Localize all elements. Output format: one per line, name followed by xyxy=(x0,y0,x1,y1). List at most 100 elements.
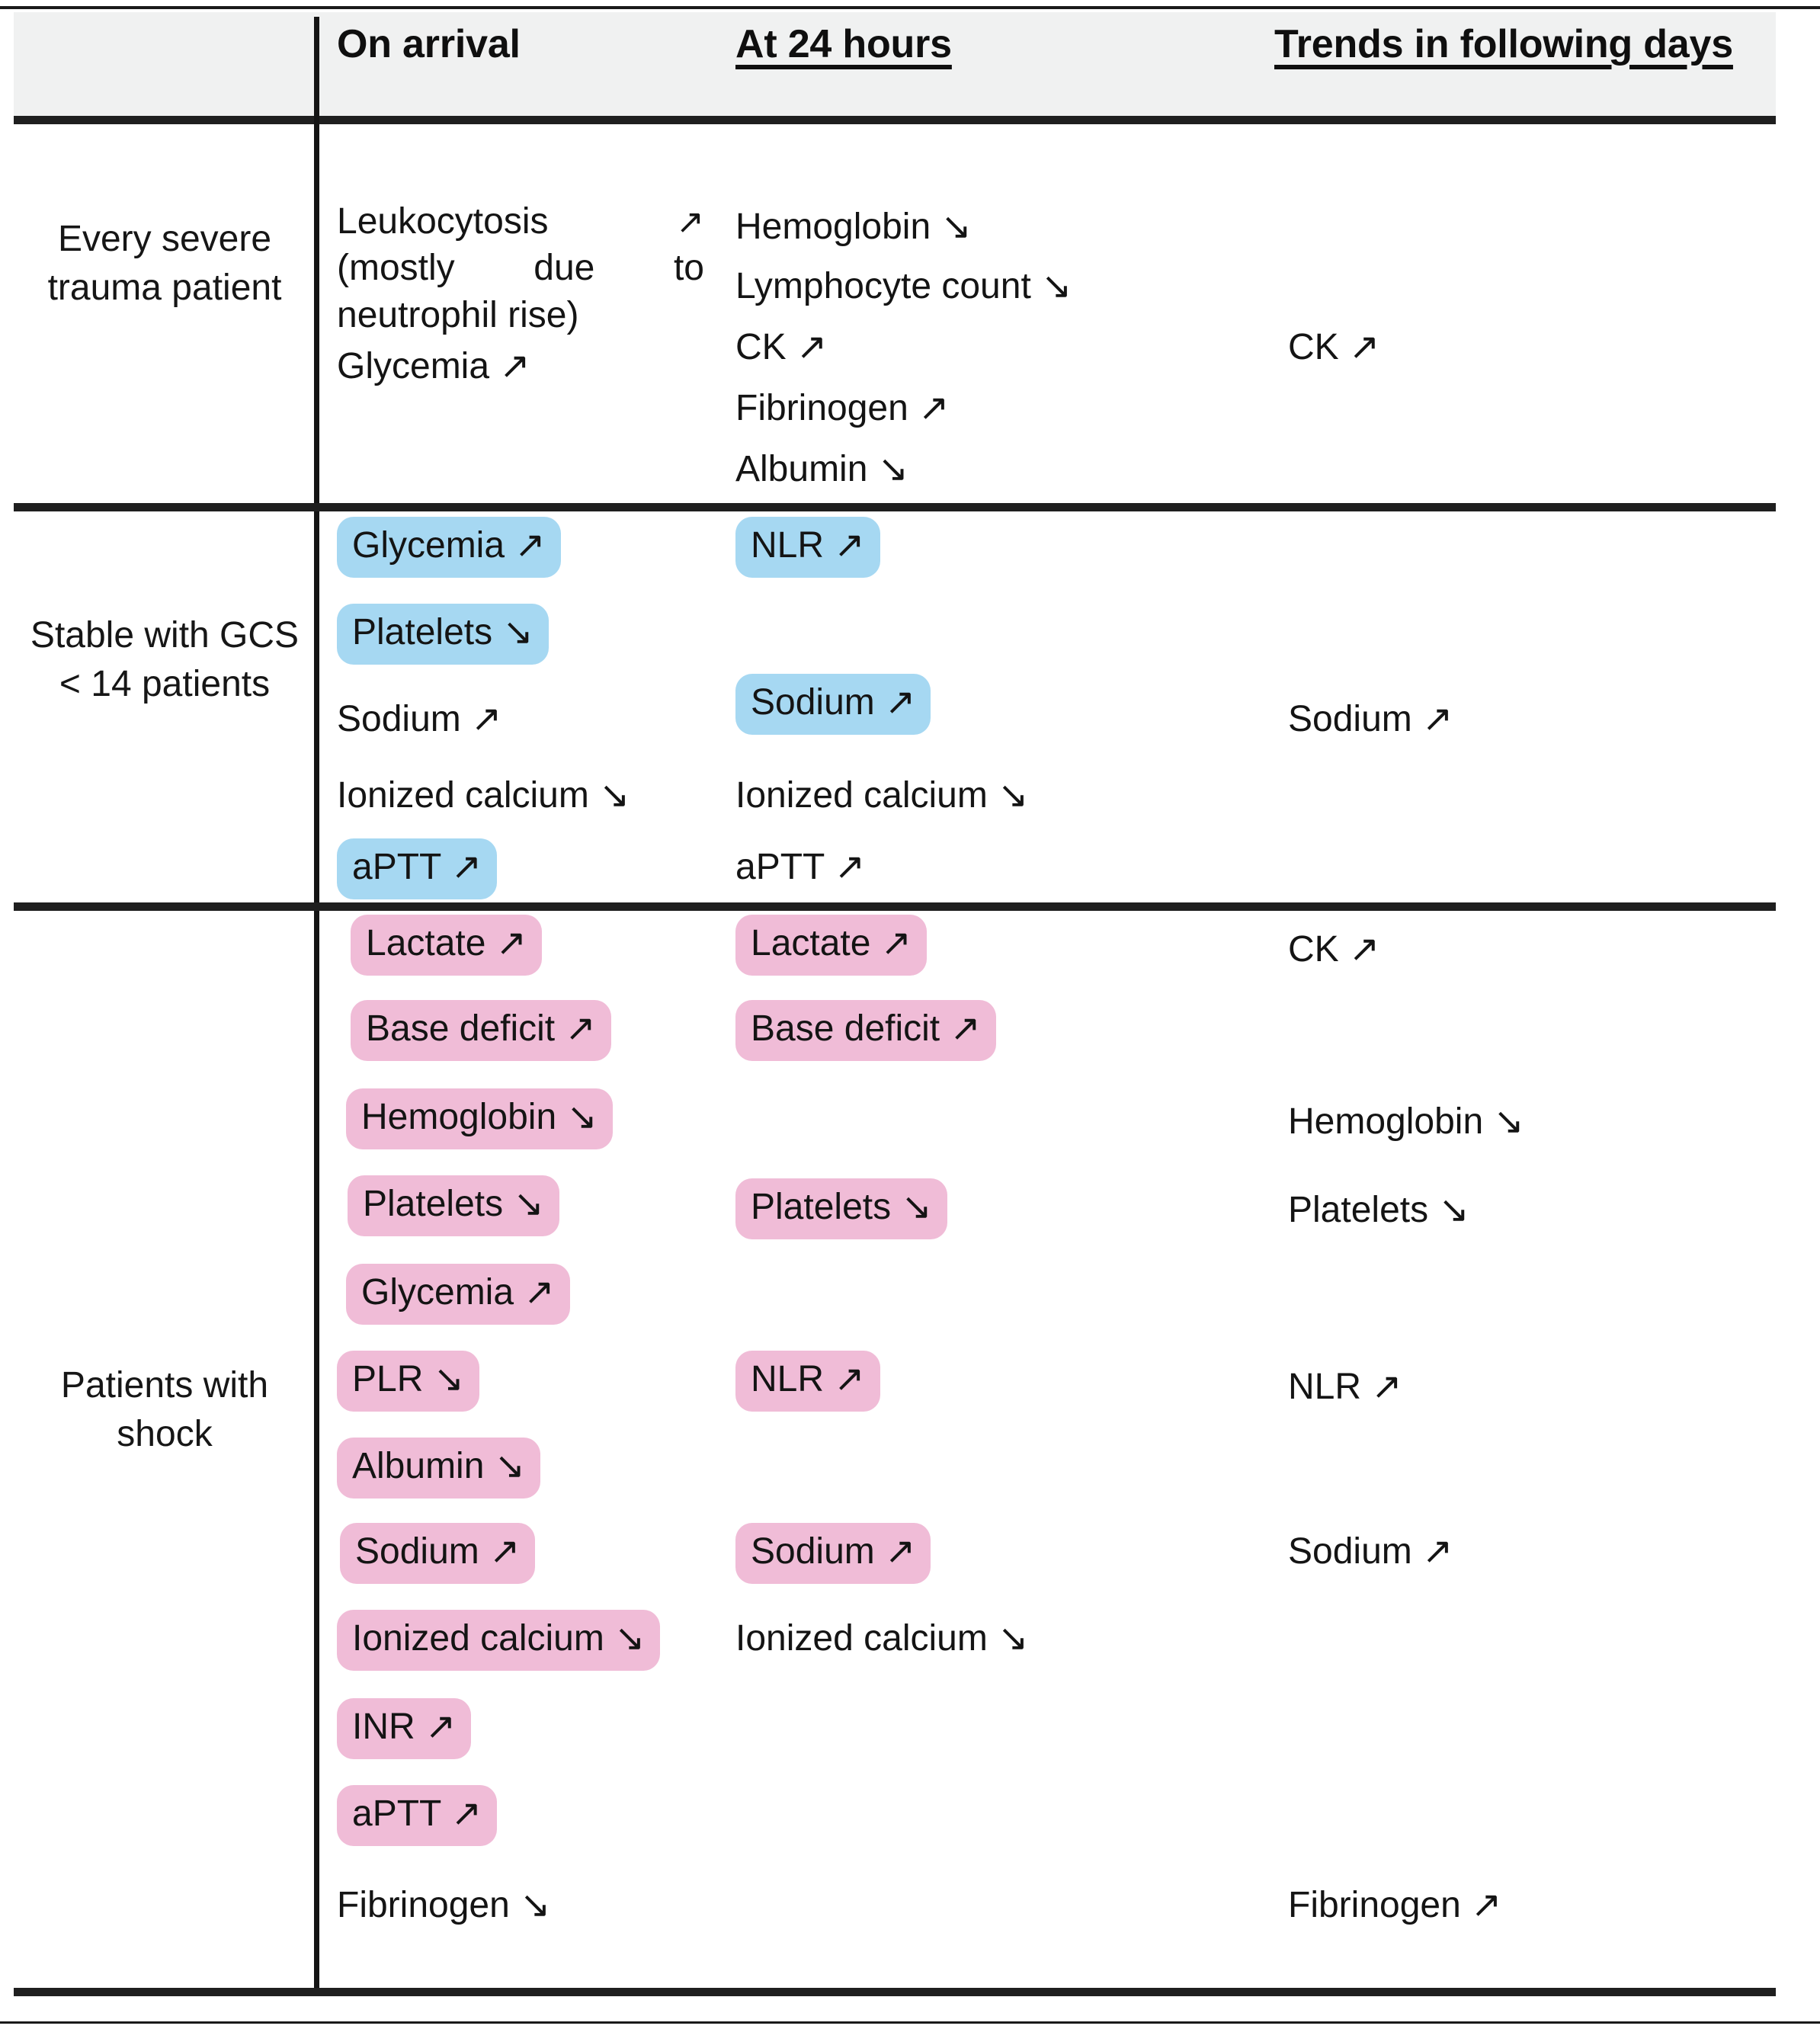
row-label-stable-with-gcs-under-14-patients: Stable with GCS < 14 patients xyxy=(30,615,300,705)
analyte-lactate-highlighted: Lactate ↗ xyxy=(735,915,928,976)
list-item: Albumin ↘ xyxy=(337,1438,540,1499)
note-word-due: due xyxy=(534,248,595,289)
list-item: Sodium ↗ xyxy=(1288,1523,1453,1584)
list-item: Fibrinogen ↗ xyxy=(735,380,949,441)
analyte-sodium: Sodium ↗ xyxy=(1288,699,1453,739)
justified-line-1: Leukocytosis ↗ xyxy=(337,198,704,245)
list-item: Sodium ↗ xyxy=(340,1523,536,1584)
list-item: Ionized calcium ↘ xyxy=(735,767,1028,828)
analyte-ionized-calcium: Ionized calcium ↘ xyxy=(735,1618,1029,1659)
justified-line-2: (mostly due to xyxy=(337,245,704,291)
note-word-to: to xyxy=(673,248,704,289)
analyte-fibrinogen: Fibrinogen ↘ xyxy=(337,1885,551,1925)
analyte-lactate-highlighted: Lactate ↗ xyxy=(351,915,543,976)
figure-closing-rule xyxy=(0,2021,1820,2024)
list-item: Glycemia ↗ xyxy=(346,1264,570,1325)
trend-up-icon: ↗ xyxy=(676,203,704,242)
cell-row1-on-arrival: Leukocytosis ↗ (mostly due to neutrophil… xyxy=(337,198,710,390)
analyte-ionized-calcium: Ionized calcium ↘ xyxy=(735,775,1029,816)
analyte-ionized-calcium-highlighted: Ionized calcium ↘ xyxy=(337,1610,661,1671)
list-item: Glycemia ↗ xyxy=(337,517,561,578)
analyte-ck: CK ↗ xyxy=(1288,327,1380,367)
list-item: CK ↗ xyxy=(1288,319,1379,380)
list-item: Hemoglobin ↘ xyxy=(346,1088,613,1149)
analyte-base-deficit-highlighted: Base deficit ↗ xyxy=(351,1000,611,1061)
list-item: CK ↗ xyxy=(1288,921,1379,982)
list-item: Fibrinogen ↘ xyxy=(337,1877,550,1938)
list-item: NLR ↗ xyxy=(735,1351,880,1412)
list-item: aPTT ↗ xyxy=(337,1785,498,1846)
list-item: Albumin ↘ xyxy=(735,441,908,502)
analyte-plr-highlighted: PLR ↘ xyxy=(337,1351,479,1412)
justified-paragraph: Leukocytosis ↗ (mostly due to neutrophil… xyxy=(337,198,704,390)
list-item: Lactate ↗ xyxy=(351,915,543,976)
list-item: INR ↗ xyxy=(337,1698,472,1759)
list-item: PLR ↘ xyxy=(337,1351,479,1412)
list-item: Ionized calcium ↘ xyxy=(735,1610,1028,1671)
list-item: Sodium ↗ xyxy=(735,1523,931,1584)
analyte-leukocytosis: Leukocytosis xyxy=(337,201,549,242)
row-label-every-severe-trauma-patient: Every severe trauma patient xyxy=(47,219,282,309)
list-item: Sodium ↗ xyxy=(735,674,931,735)
list-item: CK ↗ xyxy=(735,319,827,380)
list-item: Platelets ↘ xyxy=(337,604,549,665)
analyte-hemoglobin: Hemoglobin ↘ xyxy=(735,207,972,247)
header-bottom-rule xyxy=(14,116,1776,124)
table-header-band xyxy=(14,12,1776,117)
row-divider-rule-2 xyxy=(14,902,1776,911)
list-item: Base deficit ↗ xyxy=(735,1000,996,1061)
list-item: Hemoglobin ↘ xyxy=(1288,1093,1524,1154)
analyte-nlr: NLR ↗ xyxy=(1288,1367,1402,1407)
analyte-albumin: Albumin ↘ xyxy=(735,449,908,489)
analyte-lymphocyte-count: Lymphocyte count ↘ xyxy=(735,266,1072,306)
note-word-mostly: (mostly xyxy=(337,248,455,289)
column-divider-vertical-rule xyxy=(314,17,319,1994)
row-label-patients-with-shock: Patients with shock xyxy=(60,1365,269,1455)
row-divider-rule-1 xyxy=(14,503,1776,511)
analyte-glycemia-highlighted: Glycemia ↗ xyxy=(337,517,561,578)
analyte-inr-highlighted: INR ↗ xyxy=(337,1698,472,1759)
analyte-hemoglobin-highlighted: Hemoglobin ↘ xyxy=(346,1088,613,1149)
analyte-aptt: aPTT ↗ xyxy=(735,847,866,887)
analyte-glycemia-highlighted: Glycemia ↗ xyxy=(346,1264,570,1325)
column-header-at-24-hours: At 24 hours xyxy=(735,22,952,66)
analyte-sodium: Sodium ↗ xyxy=(1288,1531,1453,1572)
list-item: Sodium ↗ xyxy=(337,691,501,752)
analyte-ck: CK ↗ xyxy=(1288,929,1380,970)
list-item: aPTT ↗ xyxy=(337,838,498,899)
list-item: Platelets ↘ xyxy=(1288,1181,1469,1242)
analyte-nlr-highlighted: NLR ↗ xyxy=(735,517,880,578)
table-bottom-rule xyxy=(14,1988,1776,1996)
analyte-albumin-highlighted: Albumin ↘ xyxy=(337,1438,540,1499)
analyte-platelets-highlighted: Platelets ↘ xyxy=(337,604,549,665)
list-item: NLR ↗ xyxy=(1288,1358,1402,1419)
table-top-rule xyxy=(0,6,1820,9)
list-item: Hemoglobin ↘ xyxy=(735,198,972,259)
list-item: NLR ↗ xyxy=(735,517,880,578)
justified-line-3: neutrophil rise) xyxy=(337,294,579,335)
list-item: Fibrinogen ↗ xyxy=(1288,1877,1501,1938)
analyte-ionized-calcium: Ionized calcium ↘ xyxy=(337,775,630,816)
analyte-platelets-highlighted: Platelets ↘ xyxy=(348,1175,559,1236)
analyte-ck: CK ↗ xyxy=(735,327,828,367)
analyte-platelets-highlighted: Platelets ↘ xyxy=(735,1178,947,1239)
analyte-hemoglobin: Hemoglobin ↘ xyxy=(1288,1101,1524,1142)
list-item: Sodium ↗ xyxy=(1288,691,1453,752)
analyte-sodium: Sodium ↗ xyxy=(337,699,502,739)
analyte-fibrinogen: Fibrinogen ↗ xyxy=(1288,1885,1502,1925)
analyte-sodium-highlighted: Sodium ↗ xyxy=(340,1523,536,1584)
analyte-fibrinogen: Fibrinogen ↗ xyxy=(735,388,950,428)
list-item: aPTT ↗ xyxy=(735,838,865,899)
analyte-aptt-highlighted: aPTT ↗ xyxy=(337,1785,498,1846)
list-item: Lymphocyte count ↘ xyxy=(735,258,1072,319)
analyte-sodium-highlighted: Sodium ↗ xyxy=(735,1523,931,1584)
analyte-glycemia: Glycemia ↗ xyxy=(337,346,530,387)
list-item: Ionized calcium ↘ xyxy=(337,767,630,828)
list-item: Platelets ↘ xyxy=(348,1175,559,1236)
list-item: Platelets ↘ xyxy=(735,1178,947,1239)
column-header-on-arrival: On arrival xyxy=(337,22,521,66)
analyte-aptt-highlighted: aPTT ↗ xyxy=(337,838,498,899)
analyte-nlr-highlighted: NLR ↗ xyxy=(735,1351,880,1412)
list-item: Ionized calcium ↘ xyxy=(337,1610,661,1671)
